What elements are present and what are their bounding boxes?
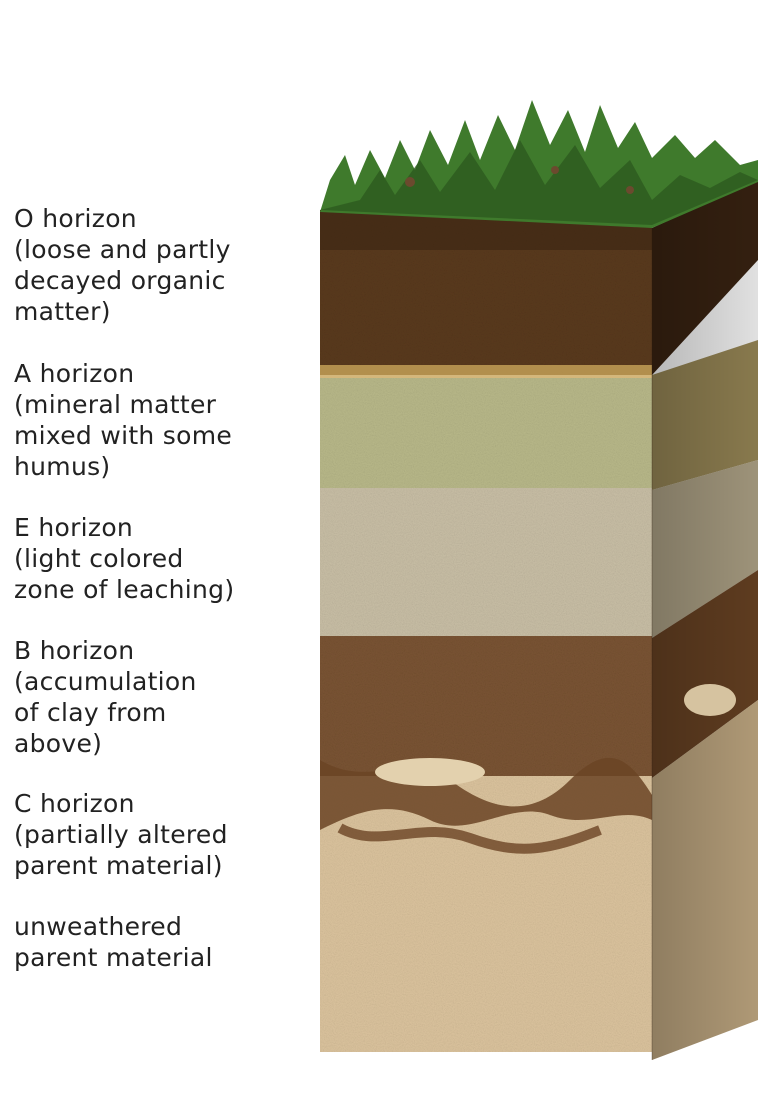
label-o-horizon: O horizon (loose and partly decayed orga…	[14, 203, 314, 327]
label-line: parent material)	[14, 850, 314, 881]
label-line: mixed with some	[14, 420, 314, 451]
label-line: (loose and partly	[14, 234, 314, 265]
label-line: A horizon	[14, 358, 314, 389]
label-line: of clay from	[14, 697, 314, 728]
side-face	[652, 180, 758, 1060]
a-horizon-front	[320, 378, 652, 490]
label-line: (accumulation	[14, 666, 314, 697]
label-a-horizon: A horizon (mineral matter mixed with som…	[14, 358, 314, 482]
label-c-horizon: C horizon (partially altered parent mate…	[14, 788, 314, 881]
label-line: (light colored	[14, 543, 314, 574]
e-horizon-front	[320, 488, 652, 638]
label-line: (partially altered	[14, 819, 314, 850]
label-line: above)	[14, 728, 314, 759]
label-line: zone of leaching)	[14, 574, 314, 605]
label-e-horizon: E horizon (light colored zone of leachin…	[14, 512, 314, 605]
grass-top	[320, 100, 758, 228]
label-line: E horizon	[14, 512, 314, 543]
label-line: humus)	[14, 451, 314, 482]
label-line: decayed organic	[14, 265, 314, 296]
label-line: matter)	[14, 296, 314, 327]
label-line: (mineral matter	[14, 389, 314, 420]
label-b-horizon: B horizon (accumulation of clay from abo…	[14, 635, 314, 759]
label-line: parent material	[14, 942, 314, 973]
front-face	[320, 210, 652, 1052]
label-line: O horizon	[14, 203, 314, 234]
label-line: B horizon	[14, 635, 314, 666]
b-horizon-front	[320, 636, 652, 778]
label-unweathered: unweathered parent material	[14, 911, 314, 973]
label-line: C horizon	[14, 788, 314, 819]
horizon-labels: O horizon (loose and partly decayed orga…	[14, 203, 314, 973]
label-line: unweathered	[14, 911, 314, 942]
soil-profile-illustration	[300, 60, 758, 1090]
